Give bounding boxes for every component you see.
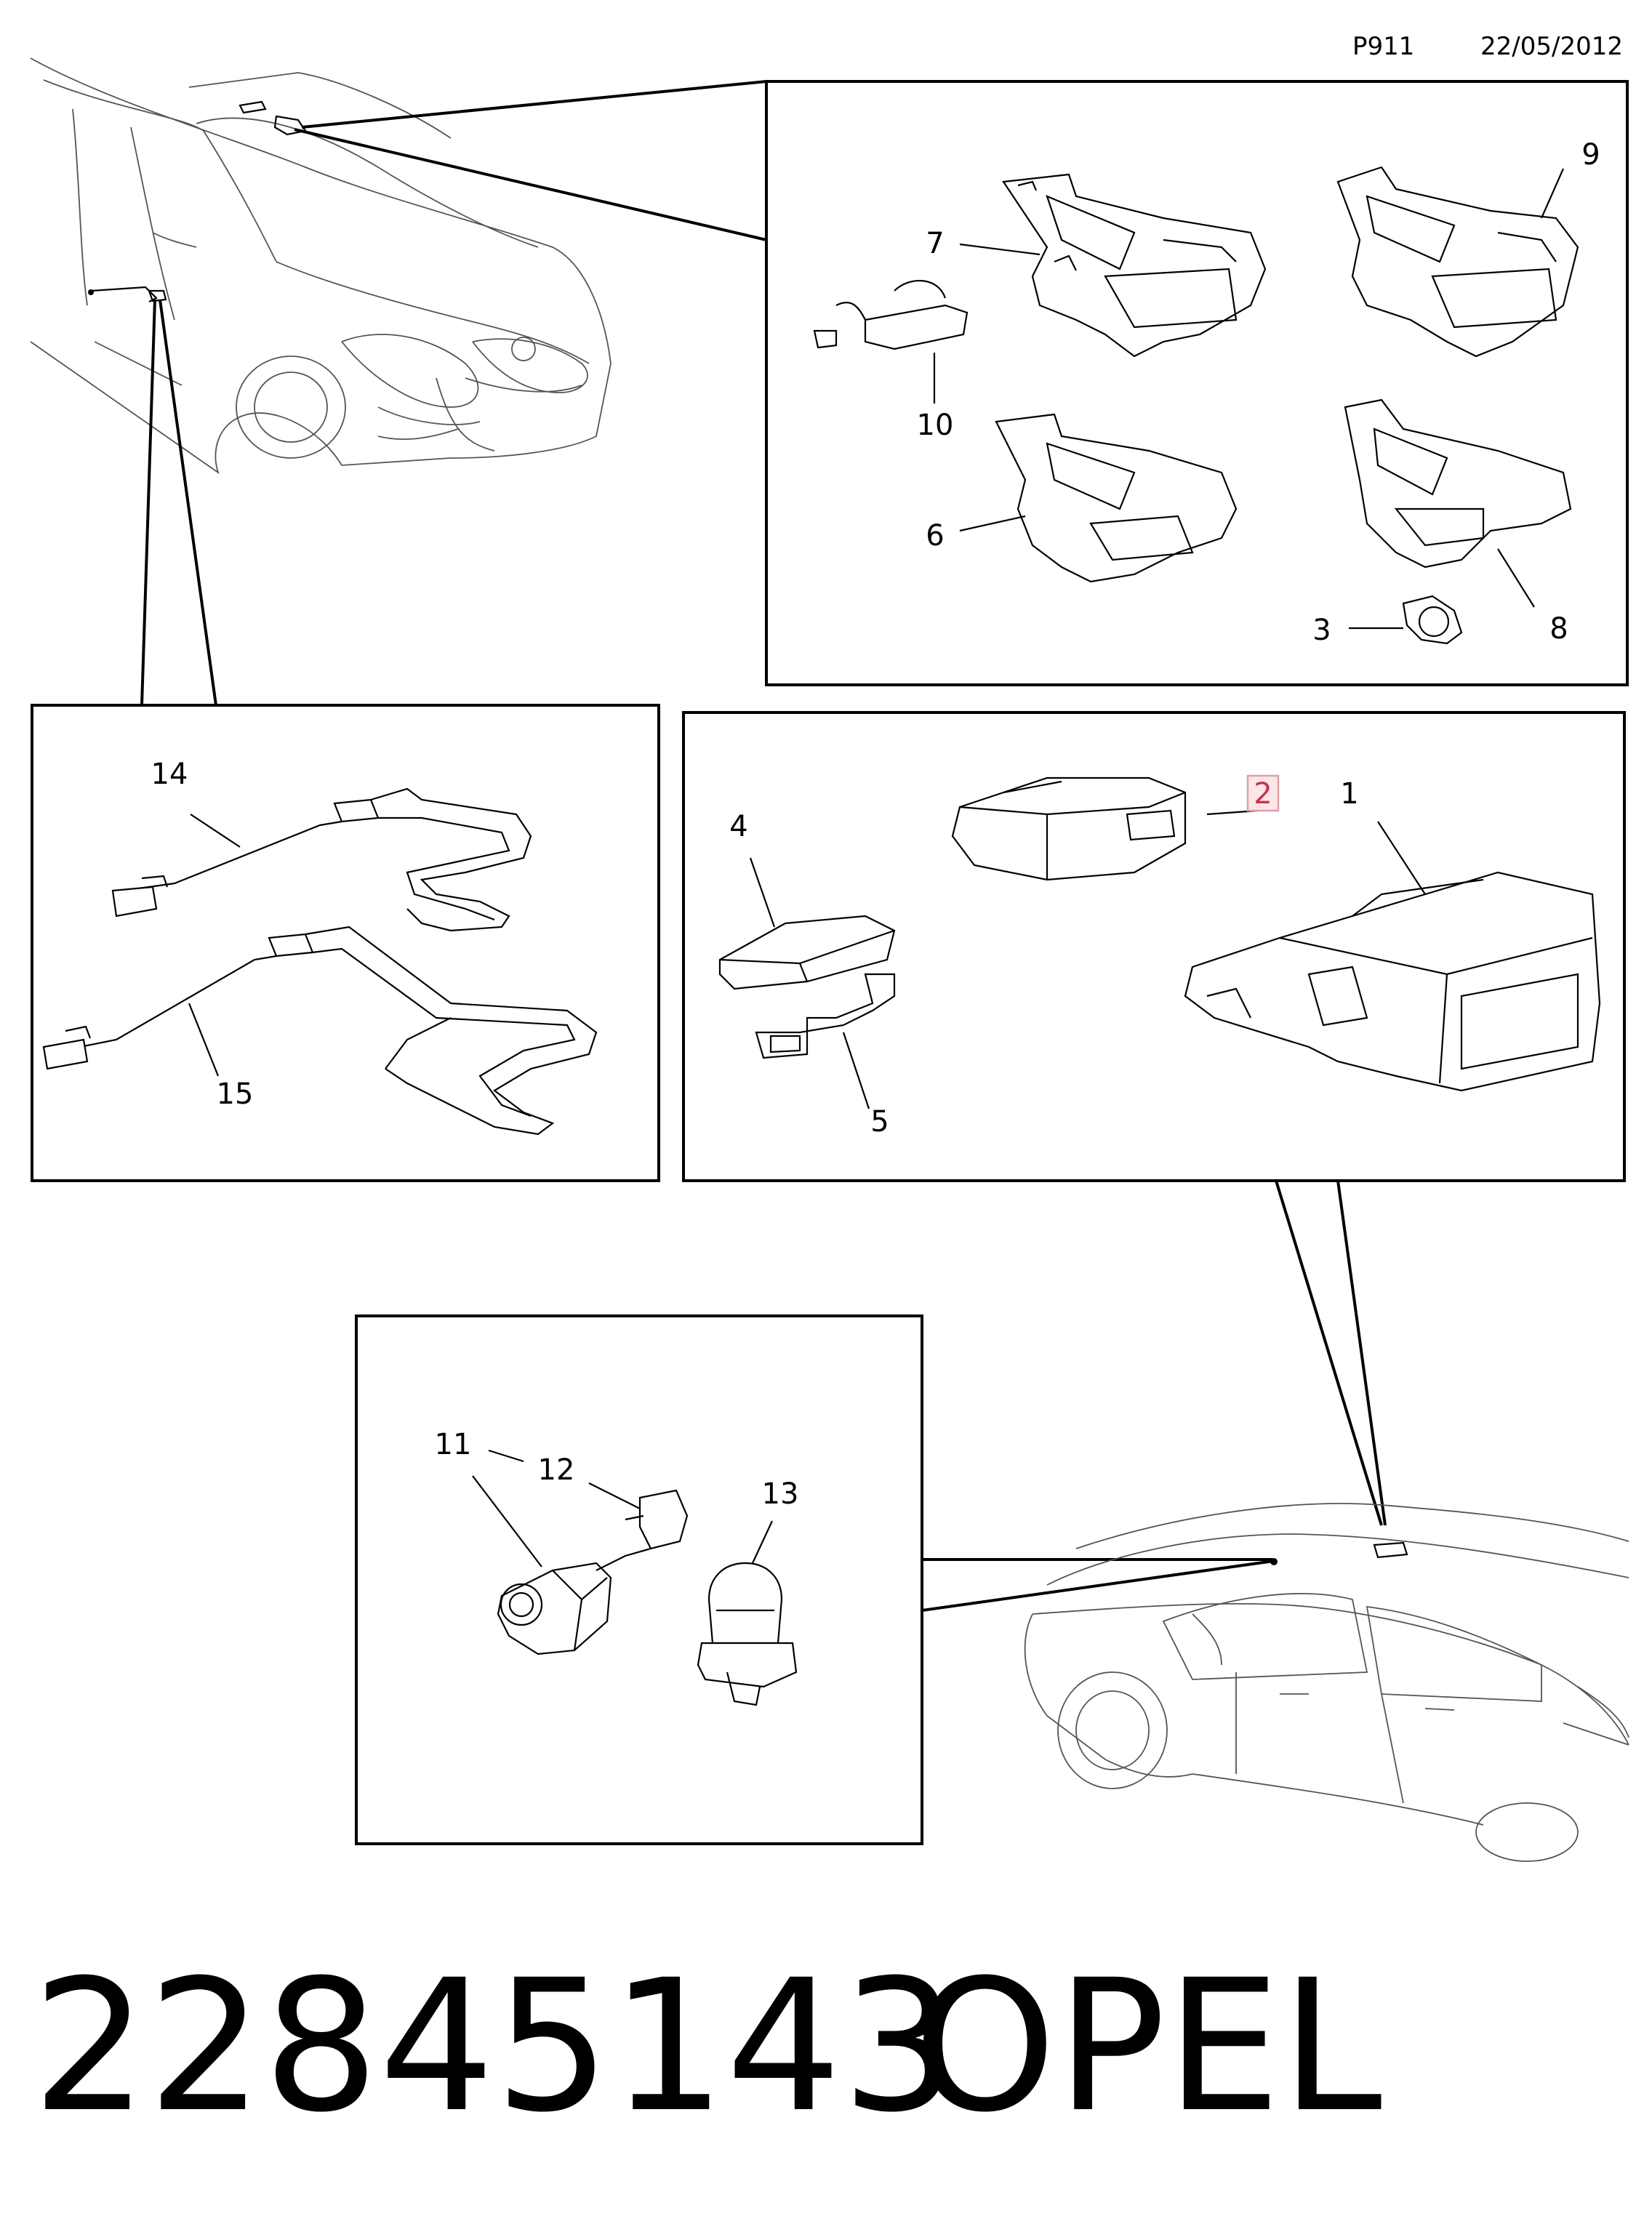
leader-6: [959, 515, 1026, 532]
leader-12: [588, 1482, 641, 1509]
panel-top-right: [765, 80, 1629, 686]
bulb-part-13: [697, 1562, 798, 1706]
leader-11: [472, 1475, 542, 1567]
connector-part-12: [596, 1489, 689, 1571]
leader-4: [749, 857, 776, 928]
callout-5: 5: [870, 1105, 889, 1139]
leader-11-12: [488, 1449, 524, 1463]
callout-8: 8: [1549, 612, 1568, 646]
leader-7: [959, 243, 1040, 256]
callout-14: 14: [151, 758, 188, 791]
page-code: P911: [1352, 32, 1415, 61]
module-part-2: [951, 776, 1187, 881]
sensor-part-11: [497, 1562, 612, 1655]
harness-part-15: [42, 926, 598, 1136]
bracket-part-9: [1336, 166, 1579, 358]
callout-3: 3: [1312, 614, 1331, 647]
callout-11: 11: [435, 1428, 472, 1461]
callout-2: 2: [1254, 777, 1272, 811]
bracket-part-8: [1344, 398, 1572, 569]
module-part-1: [1184, 871, 1601, 1092]
leader-13: [752, 1520, 773, 1564]
callout-7: 7: [926, 227, 944, 260]
sensor-part-10: [813, 280, 969, 350]
panel-middle-left: [31, 704, 660, 1182]
page-date: 22/05/2012: [1480, 32, 1623, 61]
module-part-4: [718, 915, 896, 990]
callout-9: 9: [1581, 138, 1600, 172]
bracket-part-6: [995, 413, 1238, 583]
bracket-part-7: [1002, 173, 1267, 358]
part-number: 22845143: [32, 1940, 958, 2152]
sensor-part-3: [1402, 595, 1463, 645]
panel-bottom: [355, 1314, 923, 1845]
hatchback-car-illustration: [30, 57, 612, 475]
leader-8: [1497, 548, 1535, 608]
sedan-car-illustration: [1024, 1503, 1629, 1862]
brand-name: OPEL: [913, 1940, 1382, 2152]
leader-14: [190, 814, 241, 848]
harness-part-14: [111, 787, 532, 932]
callout-2-highlight-border: [1246, 774, 1280, 812]
callout-12: 12: [538, 1453, 575, 1487]
callout-4: 4: [729, 810, 747, 843]
callout-2-highlight-box: [1248, 776, 1278, 811]
callout-6: 6: [926, 519, 944, 553]
callout-10: 10: [917, 409, 954, 442]
callout-15: 15: [217, 1077, 254, 1111]
panel-middle-right: [682, 711, 1626, 1182]
callout-13: 13: [762, 1477, 799, 1511]
leader-9: [1540, 168, 1565, 219]
bracket-part-5: [755, 973, 896, 1059]
callout-1: 1: [1340, 777, 1358, 811]
leader-15: [188, 1003, 220, 1077]
leader-5: [842, 1032, 870, 1109]
leader-1: [1377, 821, 1426, 895]
